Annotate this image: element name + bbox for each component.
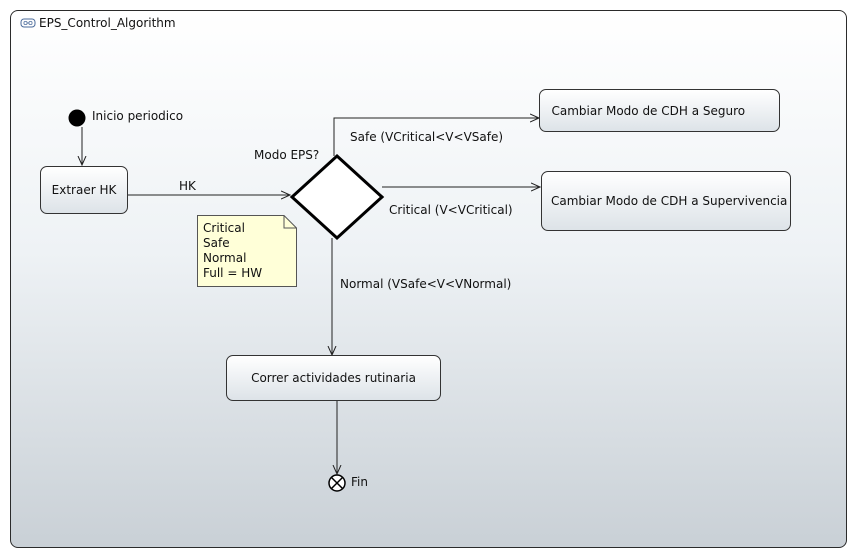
action-cambiar-seguro-label: Cambiar Modo de CDH a Seguro [551, 103, 746, 118]
diagram-title-text: EPS_Control_Algorithm [39, 16, 176, 30]
activity-icon [20, 18, 36, 28]
edge-critical-label: Critical (V<VCritical) [389, 203, 513, 217]
final-label: Fin [351, 475, 368, 489]
note-line: Normal [203, 251, 247, 265]
edge-safe-label: Safe (VCritical<V<VSafe) [350, 130, 504, 144]
action-correr-actividades[interactable]: Correr actividades rutinaria [226, 355, 441, 401]
final-node[interactable] [328, 474, 346, 492]
note-shape [197, 215, 297, 287]
action-extract-hk[interactable]: Extraer HK [40, 166, 128, 214]
edge-normal-label: Normal (VSafe<V<VNormal) [340, 277, 511, 291]
action-cambiar-seguro[interactable]: Cambiar Modo de CDH a Seguro [539, 89, 780, 132]
decision-label: Modo EPS? [254, 148, 320, 162]
initial-label: Inicio periodico [92, 109, 184, 123]
decision-node[interactable] [289, 153, 385, 241]
action-cambiar-supervivencia-label: Cambiar Modo de CDH a Supervivencia [551, 194, 788, 208]
note-line: Safe [203, 236, 230, 250]
diagram-title: EPS_Control_Algorithm [20, 15, 176, 31]
initial-node[interactable] [68, 109, 86, 127]
action-cambiar-supervivencia[interactable]: Cambiar Modo de CDH a Supervivencia [541, 171, 791, 231]
edge-safe[interactable] [333, 118, 539, 156]
note-line: Full = HW [203, 266, 263, 280]
edge-hk-label: HK [179, 179, 196, 193]
note-line: Critical [203, 221, 245, 235]
note[interactable]: Critical Safe Normal Full = HW [197, 215, 297, 287]
